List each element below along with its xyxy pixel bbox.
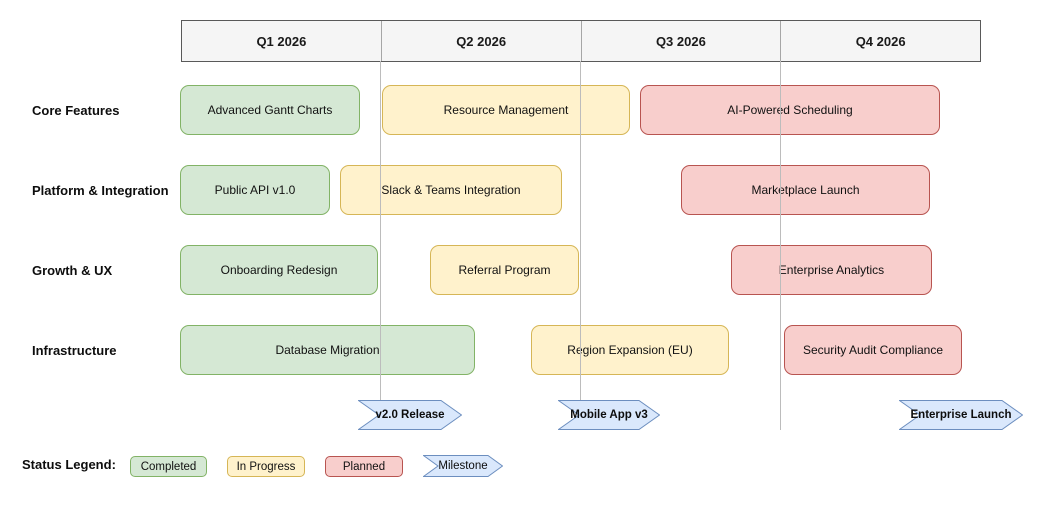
roadmap-bar[interactable]: Security Audit Compliance [784, 325, 962, 375]
quarter-header-cell: Q1 2026 [256, 33, 307, 49]
roadmap-bar[interactable]: Slack & Teams Integration [340, 165, 562, 215]
milestone-arrow-shape [423, 455, 503, 477]
roadmap-bar-label: Slack & Teams Integration [381, 183, 521, 197]
roadmap-bar[interactable]: Enterprise Analytics [731, 245, 932, 295]
milestone[interactable]: Enterprise Launch [899, 400, 1023, 430]
legend-title: Status Legend: [22, 457, 116, 472]
milestone[interactable]: v2.0 Release [358, 400, 462, 430]
legend-item-milestone: Milestone [423, 455, 503, 477]
milestone-label: Enterprise Launch [910, 409, 1012, 421]
quarter-gridline [780, 61, 781, 430]
quarter-gridline [580, 61, 581, 430]
legend-item-label: Milestone [438, 460, 488, 472]
roadmap-bar[interactable]: Resource Management [382, 85, 630, 135]
legend-item: Completed [130, 456, 207, 477]
roadmap-bar-label: Resource Management [443, 103, 569, 117]
milestone[interactable]: Mobile App v3 [558, 400, 660, 430]
row-label: Core Features [32, 102, 120, 118]
roadmap-bar-label: Onboarding Redesign [220, 263, 338, 277]
roadmap-bar-label: Referral Program [458, 263, 551, 277]
milestone-label: Mobile App v3 [570, 409, 648, 421]
roadmap-bar[interactable]: Onboarding Redesign [180, 245, 378, 295]
milestone-arrow-shape [899, 400, 1023, 430]
roadmap-bar[interactable]: Region Expansion (EU) [531, 325, 729, 375]
roadmap-bar-label: Public API v1.0 [214, 183, 296, 197]
roadmap-bar-label: Advanced Gantt Charts [207, 103, 333, 117]
roadmap-bar[interactable]: AI-Powered Scheduling [640, 85, 940, 135]
legend-item: In Progress [227, 456, 305, 477]
roadmap-bar-label: Marketplace Launch [751, 183, 860, 197]
row-label: Infrastructure [32, 342, 117, 358]
roadmap-bar-label: Database Migration [275, 343, 380, 357]
legend-item-label: Completed [140, 460, 197, 473]
quarter-header-cell: Q3 2026 [580, 21, 781, 61]
milestone-arrow-shape [558, 400, 660, 430]
legend-item: Planned [325, 456, 403, 477]
roadmap-bar[interactable]: Advanced Gantt Charts [180, 85, 360, 135]
roadmap-bar-label: Security Audit Compliance [802, 343, 944, 357]
quarter-header-cell: Q4 2026 [780, 21, 980, 61]
roadmap-bar[interactable]: Public API v1.0 [180, 165, 330, 215]
quarter-gridline [380, 61, 381, 430]
roadmap-bar-label: AI-Powered Scheduling [727, 103, 853, 117]
row-label: Growth & UX [32, 262, 113, 278]
milestone-label: v2.0 Release [375, 409, 445, 421]
roadmap-bar-label: Enterprise Analytics [778, 263, 885, 277]
row-label: Platform & Integration [32, 182, 169, 198]
roadmap-bar-label: Region Expansion (EU) [567, 343, 693, 357]
milestone-arrow-shape [358, 400, 462, 430]
roadmap-bar[interactable]: Database Migration [180, 325, 475, 375]
quarter-header-cell: Q2 2026 [380, 21, 581, 61]
legend-item-label: Planned [342, 460, 386, 473]
roadmap-bar[interactable]: Referral Program [430, 245, 579, 295]
legend-item-label: In Progress [236, 460, 296, 473]
roadmap-bar[interactable]: Marketplace Launch [681, 165, 930, 215]
